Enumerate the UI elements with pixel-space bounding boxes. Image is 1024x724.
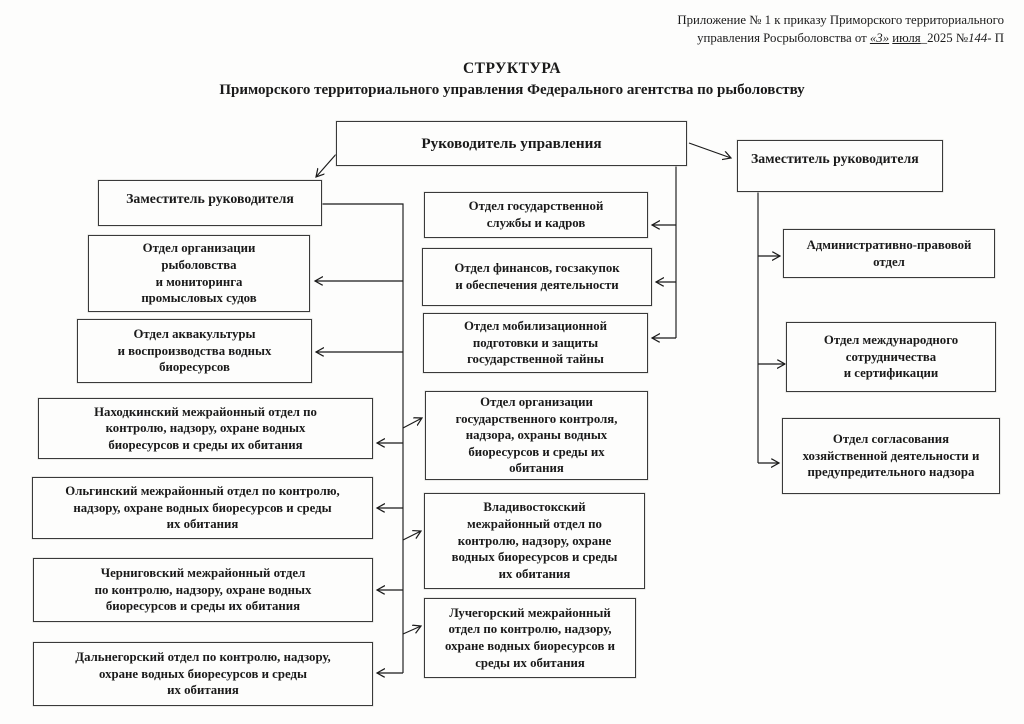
- page-title: СТРУКТУРА: [462, 60, 562, 77]
- annotation-line1: Приложение № 1 к приказу Приморского тер…: [677, 13, 1004, 27]
- title-block: СТРУКТУРА Приморского территориального у…: [0, 60, 1024, 99]
- org-box-chernigov: Черниговский межрайонный отдел по контро…: [33, 558, 373, 622]
- connector-to-luchegorsk: [402, 626, 421, 635]
- org-box-olga: Ольгинский межрайонный отдел по контролю…: [32, 477, 373, 539]
- annotation-month: июля: [892, 30, 921, 45]
- annotation-year: _2025: [920, 30, 956, 45]
- annotation-number-label: №: [955, 30, 969, 45]
- org-box-aqua: Отдел аквакультуры и воспроизводства вод…: [77, 319, 312, 383]
- org-box-vladivostok: Владивостокский межрайонный отдел по кон…: [424, 493, 645, 589]
- annotation-line2: управления Росрыболовства от «3» июля_20…: [564, 30, 1004, 48]
- annotation-line2-prefix: управления Росрыболовства от: [697, 30, 870, 45]
- org-box-admin-legal: Административно-правовой отдел: [783, 229, 995, 278]
- connector-to-state-control: [402, 418, 422, 429]
- org-box-nakhodka: Находкинский межрайонный отдел по контро…: [38, 398, 373, 459]
- org-box-dalnegorsk: Дальнегорский отдел по контролю, надзору…: [33, 642, 373, 706]
- org-box-deputy-left: Заместитель руководителя: [98, 180, 322, 226]
- page-subtitle: Приморского территориального управления …: [219, 82, 805, 98]
- org-box-head: Руководитель управления: [336, 121, 687, 166]
- org-box-luchegorsk: Лучегорский межрайонный отдел по контрол…: [424, 598, 636, 678]
- connector-head-deputy-right: [688, 142, 731, 158]
- org-box-mobilization: Отдел мобилизационной подготовки и защит…: [423, 313, 648, 373]
- org-box-finance: Отдел финансов, госзакупок и обеспечения…: [422, 248, 652, 306]
- annotation-number-value: 144: [968, 30, 988, 45]
- connector-head-deputy-left: [316, 151, 339, 177]
- annotation-number-suffix: - П: [987, 30, 1004, 45]
- annotation-day: «3»: [869, 30, 890, 45]
- org-box-fish-org: Отдел организации рыболовства и монитори…: [88, 235, 310, 312]
- connector-to-vladivostok: [402, 531, 421, 541]
- org-box-deputy-right: Заместитель руководителя: [737, 140, 943, 192]
- org-box-state-control: Отдел организации государственного контр…: [425, 391, 648, 480]
- org-box-civil-service: Отдел государственной службы и кадров: [424, 192, 648, 238]
- org-box-intl: Отдел международного сотрудничества и се…: [786, 322, 996, 392]
- document-annotation: Приложение № 1 к приказу Приморского тер…: [564, 12, 1004, 48]
- org-box-coordination: Отдел согласования хозяйственной деятель…: [782, 418, 1000, 494]
